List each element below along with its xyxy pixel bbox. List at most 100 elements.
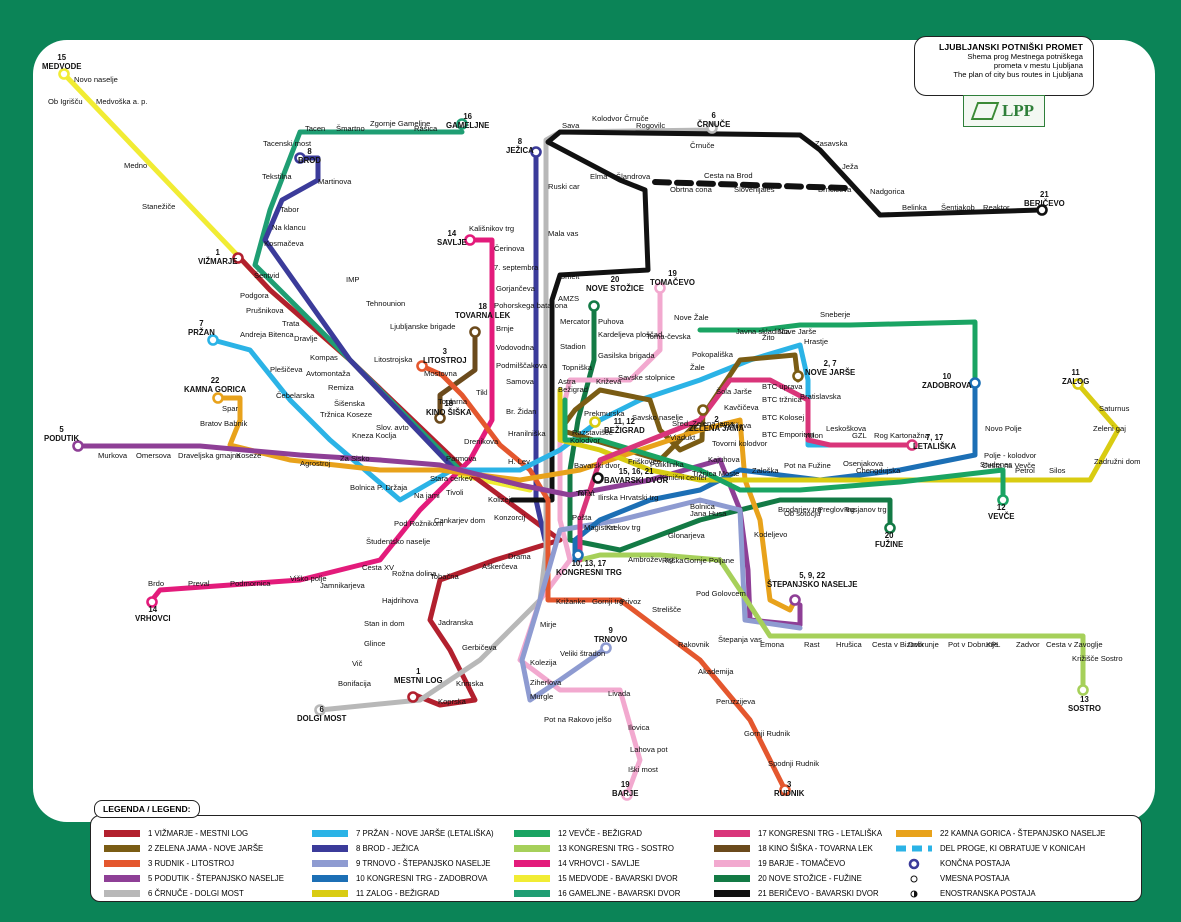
stop-label: Gasilska brigada: [598, 351, 655, 360]
terminal-name: BROD: [298, 155, 321, 165]
stop-label: Plešičeva: [270, 365, 303, 374]
terminal-marker[interactable]: [789, 594, 801, 606]
legend-item: 21 BERIČEVO - BAVARSKI DVOR: [714, 888, 879, 899]
terminal-marker[interactable]: [969, 377, 981, 389]
stop-label: Silos: [1049, 466, 1066, 475]
terminal-marker[interactable]: [314, 704, 326, 716]
terminal-marker[interactable]: [792, 370, 804, 382]
stop-label: Rog: [874, 431, 888, 440]
terminal-marker[interactable]: [207, 334, 219, 346]
terminal-marker[interactable]: [572, 549, 584, 561]
terminal-number: 7: [199, 319, 204, 328]
stop-label: Andreja Bitenca: [240, 330, 294, 339]
stop-label: Vič: [352, 659, 363, 668]
terminal-marker[interactable]: [621, 789, 633, 801]
terminal-number: 10: [942, 372, 952, 381]
stop-label: Zasavska: [815, 139, 848, 148]
stop-label: Konzorcij: [494, 513, 526, 522]
terminal-marker[interactable]: [58, 68, 70, 80]
legend-item: 2 ZELENA JAMA - NOVE JARŠE: [104, 843, 263, 854]
map-subtitle-3: The plan of city bus routes in Ljubljana: [953, 70, 1083, 79]
route-line-3: [419, 363, 788, 793]
terminal-number: 9: [608, 626, 613, 635]
terminal-marker[interactable]: [469, 326, 481, 338]
terminal-marker[interactable]: [906, 439, 918, 451]
terminal-marker[interactable]: [464, 234, 476, 246]
stop-label: Šentjakob: [941, 203, 975, 212]
map-title: LJUBLJANSKI POTNIŠKI PROMET: [938, 42, 1083, 52]
terminal-marker[interactable]: [232, 252, 244, 264]
terminal-number: 16: [463, 112, 472, 121]
terminal-marker[interactable]: [434, 412, 446, 424]
terminal-marker[interactable]: [212, 392, 224, 404]
legend-swatch: [104, 845, 140, 852]
stop-label: Sred. Zelena jama: [672, 419, 735, 428]
terminal-name: SOSTRO: [1068, 703, 1101, 713]
terminal-marker[interactable]: [779, 784, 791, 796]
terminal-marker[interactable]: [592, 472, 604, 484]
stop-label: Yulon: [804, 431, 824, 440]
stop-label: Toplarna: [438, 397, 468, 406]
stop-label: Gornji trg: [592, 597, 624, 606]
stop-label: Mostovna: [424, 369, 457, 378]
terminal-marker[interactable]: [530, 146, 542, 158]
terminal-number: 18: [478, 302, 487, 311]
stop-label: Tehnounion: [366, 299, 406, 308]
stop-label: Pokopališka: [692, 350, 733, 359]
terminal-marker[interactable]: [1077, 684, 1089, 696]
route-line-21-peak: [652, 179, 848, 191]
stop-label: Tovorni kolodvor: [712, 439, 768, 448]
terminal-name: ČRNUČE: [697, 119, 731, 129]
stop-label: Belinka: [902, 203, 927, 212]
stop-label: IMP: [346, 275, 360, 284]
stop-label: Roška: [662, 556, 684, 565]
terminal-marker[interactable]: [1036, 204, 1048, 216]
terminal-marker[interactable]: [600, 642, 612, 654]
stop-label: Zgornje Gameljne: [370, 119, 431, 128]
terminal-marker[interactable]: [706, 122, 718, 134]
legend-item: 19 BARJE - TOMAČEVO: [714, 858, 845, 869]
terminal-marker[interactable]: [1072, 378, 1084, 390]
stop-label: Razstavišče: [572, 428, 613, 437]
terminal-number: 20: [884, 531, 894, 540]
stop-label: Tržnica Koseze: [320, 410, 373, 419]
stop-label: Klinični center: [660, 473, 708, 482]
legend-swatch: [714, 875, 750, 882]
terminal-marker[interactable]: [588, 300, 600, 312]
stop-label: Prušnikova: [246, 306, 284, 315]
legend-item: 11 ZALOG - BEŽIGRAD: [312, 888, 439, 899]
terminal-marker[interactable]: [146, 596, 158, 608]
terminal-marker[interactable]: [697, 404, 709, 416]
terminal-name: VEVČE: [988, 511, 1015, 521]
terminal-marker[interactable]: [407, 691, 419, 703]
terminal-marker[interactable]: [884, 522, 896, 534]
stop-label: Kolezija: [530, 658, 557, 667]
route-line-8: [262, 155, 458, 473]
terminal-name: BARJE: [612, 788, 639, 798]
legend-item: 3 RUDNIK - LITOSTROJ: [104, 858, 234, 869]
terminal-marker[interactable]: [654, 282, 666, 294]
terminal-marker[interactable]: [456, 118, 468, 130]
stop-label: Savsko naselje: [632, 413, 684, 422]
legend-item: 18 KINO ŠIŠKA - TOVARNA LEK: [714, 843, 873, 854]
stop-label: Šentvid: [254, 271, 280, 280]
stop-label: Zadružni dom: [1094, 457, 1141, 466]
terminal-name: KAMNA GORICA: [184, 384, 247, 394]
terminal-marker[interactable]: [294, 152, 306, 164]
stop-label: Astra: [558, 377, 576, 386]
terminal-marker[interactable]: [589, 416, 601, 428]
stop-label: Omersova: [136, 451, 172, 460]
terminal-marker[interactable]: [72, 440, 84, 452]
legend-swatch: [514, 830, 550, 837]
terminal-marker[interactable]: [416, 360, 428, 372]
stop-label: Bavarski dvor: [574, 461, 621, 470]
terminal-name: SAVLJE: [437, 237, 467, 247]
stop-label: Novo Polje: [985, 424, 1022, 433]
terminal-marker[interactable]: [997, 494, 1009, 506]
stop-label: Ilirska: [598, 493, 618, 502]
terminal-number: 11: [1071, 368, 1080, 377]
